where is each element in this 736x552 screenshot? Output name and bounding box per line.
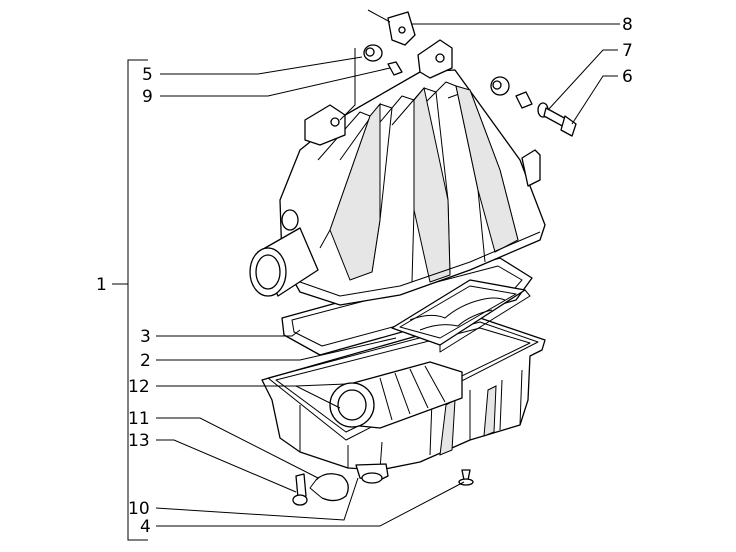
- callout-9: 9: [142, 87, 153, 107]
- filter-element-cylinder: [329, 361, 463, 429]
- callout-11: 11: [128, 409, 150, 429]
- callout-labels: 1 2 3 4 5 6 7 8 9 10 11 12 13: [96, 15, 633, 537]
- hardware-parts: [292, 11, 577, 506]
- callout-2: 2: [140, 351, 151, 371]
- callout-10: 10: [128, 499, 150, 519]
- callout-4: 4: [140, 517, 151, 537]
- callout-3: 3: [140, 327, 151, 347]
- callout-7: 7: [622, 41, 633, 61]
- leader-lines: [112, 9, 620, 541]
- callout-1: 1: [96, 275, 107, 295]
- callout-13: 13: [128, 431, 150, 451]
- upper-cover: [249, 39, 546, 306]
- callout-8: 8: [622, 15, 633, 35]
- filter-pad: [391, 279, 531, 353]
- callout-5: 5: [142, 65, 153, 85]
- callout-6: 6: [622, 67, 633, 87]
- callout-12: 12: [128, 377, 150, 397]
